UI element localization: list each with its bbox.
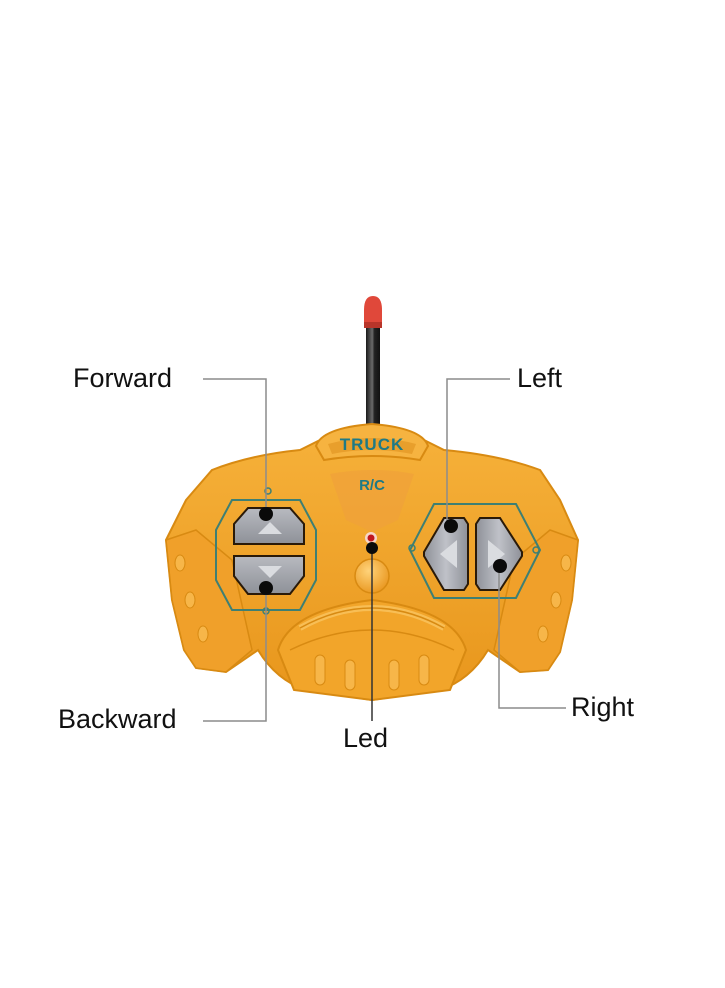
callout-lines: [203, 378, 566, 722]
subbadge-text: R/C: [359, 477, 385, 494]
callout-label-left: Left: [517, 363, 563, 393]
callout-dots: [259, 507, 507, 595]
callout-line-forward: [203, 378, 267, 512]
left-arrow-icon: [440, 540, 457, 568]
callout-line-backward: [203, 590, 267, 722]
down-arrow-icon: [258, 566, 282, 578]
rc-badge: R/C: [330, 470, 414, 532]
callout-label-forward: Forward: [73, 363, 173, 393]
antenna-rod: [366, 320, 380, 440]
callout-label-right: Right: [571, 692, 635, 722]
dot-backward: [259, 581, 273, 595]
right-arrow-icon: [488, 540, 505, 568]
callout-label-backward: Backward: [58, 704, 177, 734]
led-indicator: [365, 532, 377, 544]
callout-line-right: [498, 566, 566, 709]
dot-forward: [259, 507, 273, 521]
up-arrow-icon: [258, 522, 282, 534]
dot-right: [493, 559, 507, 573]
right-button-cluster: [408, 503, 542, 599]
left-arrow-button[interactable]: [423, 517, 469, 591]
forward-button[interactable]: [233, 507, 305, 545]
dot-left: [444, 519, 458, 533]
dot-led: [366, 542, 378, 554]
backward-button[interactable]: [233, 555, 305, 595]
badge-text: TRUCK: [340, 435, 405, 454]
right-arrow-button[interactable]: [475, 517, 523, 591]
antenna-tip: [364, 296, 382, 326]
antenna: [364, 296, 382, 440]
truck-badge: TRUCK: [314, 422, 430, 462]
callout-line-left: [446, 378, 510, 524]
callout-label-led: Led: [343, 723, 389, 753]
